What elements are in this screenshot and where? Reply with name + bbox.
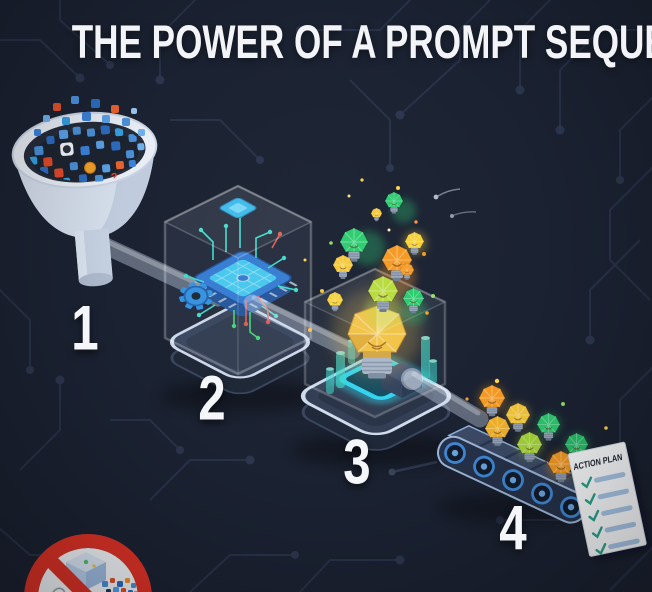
step-4-number: 4 <box>499 493 527 564</box>
chip-icon <box>188 251 298 309</box>
sparkles <box>303 178 435 332</box>
icon-pile <box>102 578 138 592</box>
svg-text:?: ? <box>111 171 119 184</box>
gear-icon <box>179 282 213 310</box>
floating-idea-bulbs <box>303 178 435 332</box>
glass-cube <box>163 184 313 376</box>
step-2-number: 2 <box>198 363 226 434</box>
floating-content-icons <box>34 96 145 136</box>
prohibition-icon <box>24 534 152 592</box>
step-1-number: 1 <box>71 293 99 364</box>
page-title: THE POWER OF A PROMPT SEQUENCE <box>71 14 652 69</box>
action-plan-paper: ACTION PLAN <box>567 441 652 561</box>
belt-idea-bulbs <box>478 384 589 483</box>
tangled-wires <box>41 587 66 592</box>
pipe-3 <box>401 368 489 428</box>
sparkle-trails <box>433 188 477 218</box>
step-2-processor <box>158 184 322 412</box>
conveyor-belt-icon <box>436 378 614 524</box>
checklist <box>581 472 640 556</box>
step-3-number: 3 <box>343 427 371 498</box>
mini-chip-icon <box>219 197 257 219</box>
